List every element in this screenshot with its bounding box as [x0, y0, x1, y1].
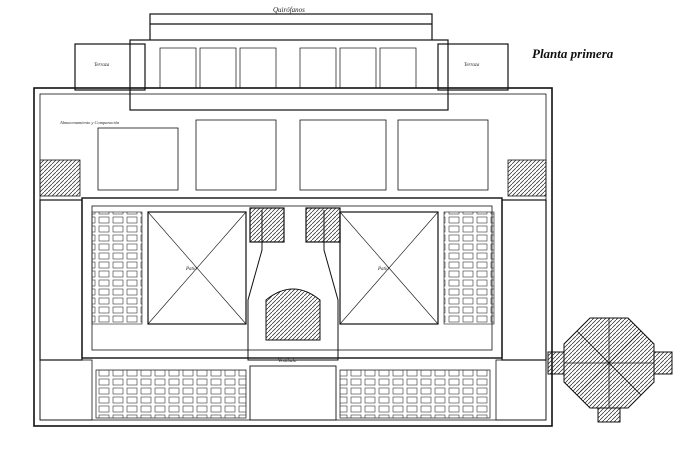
terraza-right: [437, 43, 509, 91]
patio-left: [147, 211, 247, 325]
building-outline: [33, 87, 553, 427]
label-terraza-right: Terraza: [464, 63, 480, 68]
label-terraza-left: Terraza: [94, 63, 110, 68]
label-quirofanos: Quirófanos: [273, 6, 305, 14]
label-patio-left: Patio: [185, 267, 197, 272]
label-vestibulo: Vestíbulo: [278, 359, 297, 364]
label-almacenamiento: Almacenamiento y Comparación: [59, 120, 120, 125]
patio-right: [339, 211, 439, 325]
terraza-left: [74, 43, 146, 91]
sheet-title: Planta primera: [532, 46, 614, 61]
label-patio-right: Patio: [377, 267, 389, 272]
octagonal-pavilion: [547, 317, 673, 423]
